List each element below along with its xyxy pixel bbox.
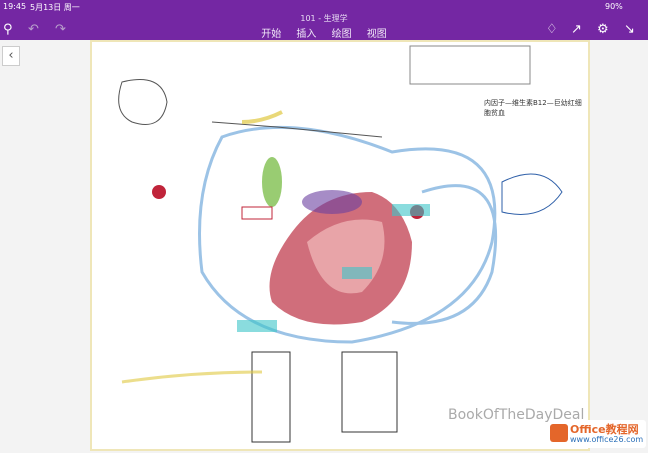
note-page[interactable]: 内因子—维生素B12—巨幼红细胞贫血: [90, 40, 590, 451]
left-panel: [0, 40, 88, 451]
office-logo-icon: [550, 424, 568, 442]
watermark: BookOfTheDayDeal: [448, 407, 585, 423]
status-date: 5月13日 周一: [30, 3, 80, 12]
right-margin: [592, 40, 648, 451]
site-logo: Office教程网 www.office26.com: [548, 420, 646, 448]
undo-icon[interactable]: ↶: [28, 22, 39, 37]
tab-home[interactable]: 开始: [261, 29, 282, 40]
ribbon-tabs: 开始 插入 绘图 视图: [0, 25, 648, 40]
tab-insert[interactable]: 插入: [296, 29, 317, 40]
figure-caption: 内因子—维生素B12—巨幼红细胞贫血: [484, 99, 582, 117]
app-toolbar: 19:45 5月13日 周一 90% 101 - 生理学 开始 插入 绘图 视图…: [0, 0, 648, 40]
bell-icon[interactable]: ♢: [546, 22, 558, 37]
logo-url: www.office26.com: [570, 435, 644, 444]
collapse-icon[interactable]: ↘: [624, 22, 635, 37]
battery-level: 90%: [605, 2, 623, 11]
redo-icon[interactable]: ↷: [55, 22, 66, 37]
share-icon[interactable]: ↗: [571, 22, 582, 37]
handwritten-diagram: [118, 45, 563, 443]
logo-name: Office教程网: [570, 423, 639, 436]
search-icon[interactable]: ⚲: [3, 22, 13, 37]
status-time: 19:45: [3, 2, 27, 11]
chevron-left-icon[interactable]: ‹: [2, 46, 20, 66]
tab-draw[interactable]: 绘图: [331, 29, 352, 40]
notebook-title: 101 - 生理学: [300, 14, 348, 23]
tab-view[interactable]: 视图: [366, 29, 387, 40]
gear-icon[interactable]: ⚙: [597, 22, 609, 37]
